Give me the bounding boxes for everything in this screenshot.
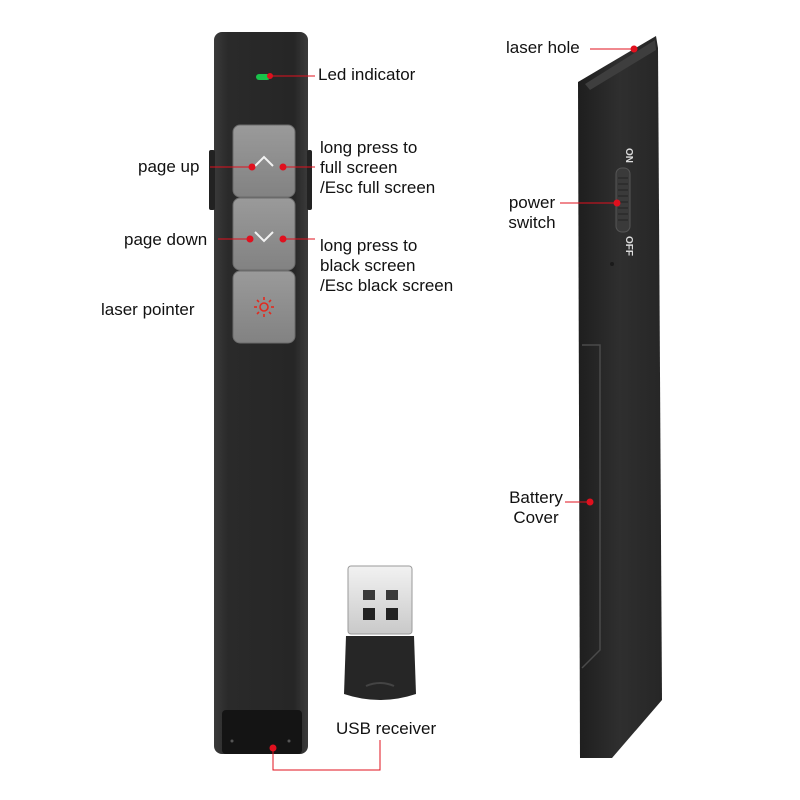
- laser-hole-label: laser hole: [506, 38, 580, 57]
- usb-receiver: [344, 565, 416, 700]
- laser-sun-icon: [254, 297, 274, 317]
- full-screen-label-line3: /Esc full screen: [320, 178, 436, 197]
- power-switch-label-line1: power: [508, 193, 556, 212]
- chevron-up-icon: [254, 155, 274, 167]
- callouts: [210, 45, 638, 771]
- usb-receiver-body: [344, 636, 416, 700]
- switch-on-text: ON: [623, 148, 634, 163]
- black-screen-label-line1: long press to: [320, 236, 418, 255]
- full-screen-label-line2: full screen: [320, 158, 398, 177]
- full-screen-label-line1: long press to: [320, 138, 418, 157]
- battery-cover-label-line1: Battery: [509, 488, 563, 507]
- battery-cover-label-line2: Cover: [513, 508, 559, 527]
- page-up-button[interactable]: [232, 124, 296, 198]
- usb-receiver-label: USB receiver: [336, 719, 437, 738]
- led-indicator: [256, 74, 270, 80]
- page-up-label: page up: [138, 157, 200, 176]
- side-button-bump: [209, 150, 215, 210]
- full-screen-label: long press to full screen /Esc full scre…: [320, 138, 435, 198]
- bottom-cap: [222, 710, 302, 754]
- laser-pointer-label: laser pointer: [101, 300, 195, 319]
- presenter-side: ON OFF: [578, 36, 662, 758]
- presenter-front: [209, 32, 312, 754]
- laser-pointer-button[interactable]: [232, 270, 296, 344]
- chevron-down-icon: [254, 231, 274, 243]
- page-down-label: page down: [124, 230, 208, 249]
- side-button-bump-right: [307, 150, 312, 210]
- black-screen-label-line3: /Esc black screen: [320, 276, 454, 295]
- led-indicator-label: Led indicator: [318, 65, 416, 84]
- switch-off-text: OFF: [623, 236, 634, 256]
- black-screen-label: long press to black screen /Esc black sc…: [320, 236, 453, 296]
- battery-cover-seam: [581, 344, 601, 669]
- black-screen-label-line2: black screen: [320, 256, 416, 275]
- page-down-button[interactable]: [232, 197, 296, 271]
- power-switch-label: power switch: [500, 193, 564, 233]
- power-switch-label-line2: switch: [508, 213, 556, 232]
- screw-hole: [610, 262, 614, 266]
- usb-plug-metal: [347, 565, 413, 635]
- battery-cover-label: Battery Cover: [502, 488, 570, 528]
- side-body: [578, 36, 662, 758]
